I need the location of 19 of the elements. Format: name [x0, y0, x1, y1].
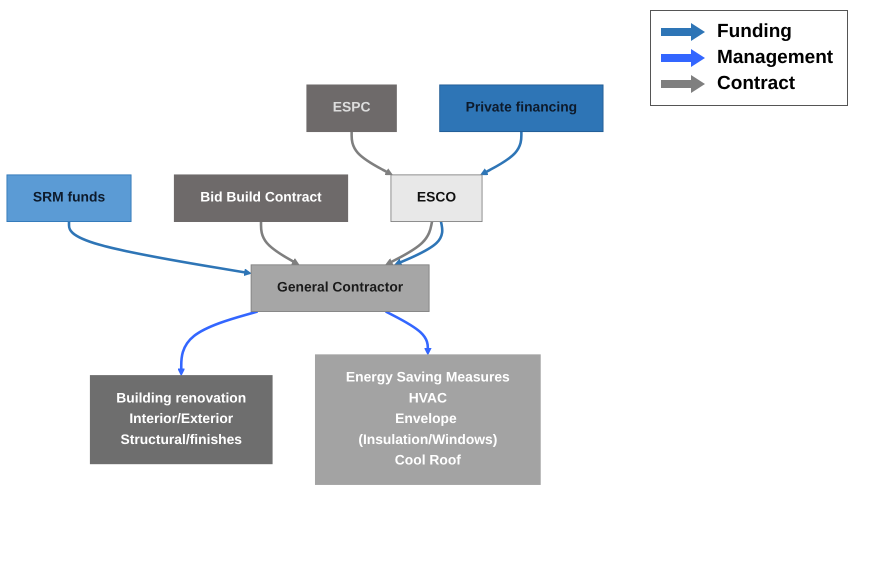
legend-label: Management	[717, 47, 834, 69]
legend-label: Contract	[717, 73, 796, 95]
arrow	[480, 131, 523, 175]
node-box: Building renovation Interior/Exterior Structural/finishes	[90, 374, 273, 464]
node-box: ESCO	[390, 174, 482, 222]
node-box: Private financing	[439, 84, 604, 132]
arrow	[177, 310, 258, 376]
node-box: Bid Build Contract	[174, 174, 348, 222]
arrow	[385, 221, 434, 265]
arrow	[350, 131, 393, 175]
node-box: SRM funds	[6, 174, 132, 222]
arrow	[260, 221, 300, 265]
arrow	[385, 310, 432, 355]
arrow	[68, 221, 252, 276]
node-box: General Contractor	[250, 264, 430, 312]
arrow	[394, 221, 444, 266]
node-box: ESPC	[306, 84, 397, 132]
node-box: Energy Saving Measures HVAC Envelope (Insulation/Windows) Cool Roof	[314, 354, 541, 485]
legend-label: Funding	[717, 21, 792, 43]
